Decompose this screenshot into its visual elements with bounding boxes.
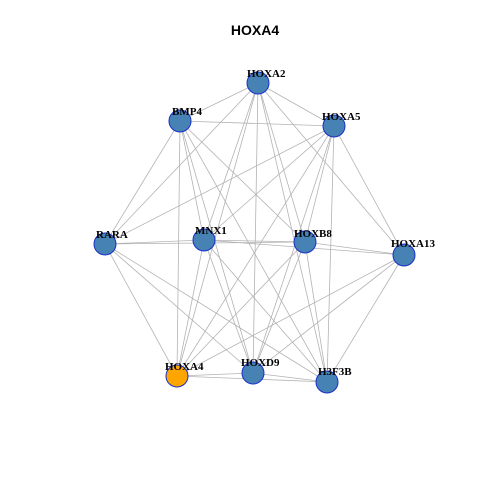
edge-hoxa5-mnx1 [203, 125, 335, 241]
node-label-hoxa4: HOXA4 [165, 361, 204, 373]
edge-hoxb8-hoxa4 [176, 241, 306, 377]
node-hoxa2: HOXA2 [246, 68, 286, 95]
edge-mnx1-hoxb8 [203, 239, 306, 243]
edge-hoxa5-hoxa4 [176, 125, 335, 377]
node-circle-bmp4 [168, 109, 192, 133]
edge-bmp4-hoxb8 [179, 120, 306, 243]
node-label-mnx1: MNX1 [195, 225, 227, 237]
node-label-hoxb8: HOXB8 [294, 228, 332, 240]
node-label-bmp4: BMP4 [172, 106, 202, 118]
node-circle-hoxa4 [165, 364, 189, 388]
node-hoxd9: HOXD9 [241, 357, 280, 385]
node-label-h3f3b: H3F3B [318, 366, 352, 378]
edge-hoxb8-h3f3b [304, 241, 328, 383]
edge-hoxd9-h3f3b [252, 372, 328, 383]
edge-hoxa13-hoxa4 [176, 254, 405, 377]
edge-rara-hoxa4 [104, 243, 178, 377]
node-hoxa5: HOXA5 [322, 111, 361, 138]
edge-bmp4-hoxa4 [176, 120, 181, 377]
edge-bmp4-hoxd9 [179, 120, 254, 374]
edge-hoxa2-hoxb8 [257, 82, 306, 243]
diagram-title: HOXA4 [231, 22, 279, 38]
node-hoxa13: HOXA13 [391, 238, 436, 267]
edge-hoxa2-rara [104, 82, 259, 245]
edge-bmp4-hoxa5 [179, 120, 335, 127]
node-label-hoxa13: HOXA13 [391, 238, 436, 250]
node-circle-h3f3b [315, 370, 339, 394]
node-mnx1: MNX1 [192, 225, 227, 252]
node-h3f3b: H3F3B [315, 366, 352, 394]
node-circle-mnx1 [192, 228, 216, 252]
node-circle-hoxa5 [322, 114, 346, 138]
edge-hoxa2-bmp4 [179, 82, 259, 122]
edge-hoxa5-hoxa13 [333, 125, 405, 256]
edge-hoxa5-rara [104, 125, 335, 245]
node-circle-hoxa2 [246, 71, 270, 95]
edge-hoxa5-h3f3b [326, 125, 335, 383]
node-hoxb8: HOXB8 [293, 228, 332, 254]
node-bmp4: BMP4 [168, 106, 202, 133]
node-label-hoxa5: HOXA5 [322, 111, 361, 123]
edge-mnx1-h3f3b [203, 239, 328, 383]
edge-hoxa5-hoxb8 [304, 125, 335, 243]
node-circle-hoxa13 [392, 243, 416, 267]
edge-bmp4-h3f3b [179, 120, 328, 383]
node-label-rara: RARA [96, 229, 128, 241]
edge-rara-h3f3b [104, 243, 328, 383]
node-rara: RARA [93, 229, 128, 256]
edge-hoxa2-hoxd9 [252, 82, 259, 374]
node-hoxa4: HOXA4 [165, 361, 204, 388]
node-label-hoxd9: HOXD9 [241, 357, 280, 369]
edge-layer [104, 82, 405, 383]
node-circle-hoxb8 [293, 230, 317, 254]
edge-rara-mnx1 [104, 239, 205, 245]
edge-hoxa5-hoxd9 [252, 125, 335, 374]
edge-mnx1-hoxa4 [176, 239, 205, 377]
edge-hoxa4-hoxd9 [176, 372, 254, 377]
edge-hoxb8-hoxd9 [252, 241, 306, 374]
edge-hoxa2-hoxa4 [176, 82, 259, 377]
node-circle-hoxd9 [241, 361, 265, 385]
edge-hoxa2-h3f3b [257, 82, 328, 383]
edge-hoxa2-hoxa5 [257, 82, 335, 127]
edge-bmp4-mnx1 [179, 120, 205, 241]
edge-bmp4-rara [104, 120, 181, 245]
node-circle-rara [93, 232, 117, 256]
edge-hoxa2-mnx1 [203, 82, 259, 241]
edge-hoxa13-h3f3b [326, 254, 405, 383]
edge-hoxa2-hoxa13 [257, 82, 405, 256]
node-label-hoxa2: HOXA2 [247, 68, 286, 80]
edge-mnx1-hoxd9 [203, 239, 254, 374]
edge-rara-hoxd9 [104, 243, 254, 374]
edge-hoxb8-hoxa13 [304, 241, 405, 256]
edge-hoxa13-hoxd9 [252, 254, 405, 374]
